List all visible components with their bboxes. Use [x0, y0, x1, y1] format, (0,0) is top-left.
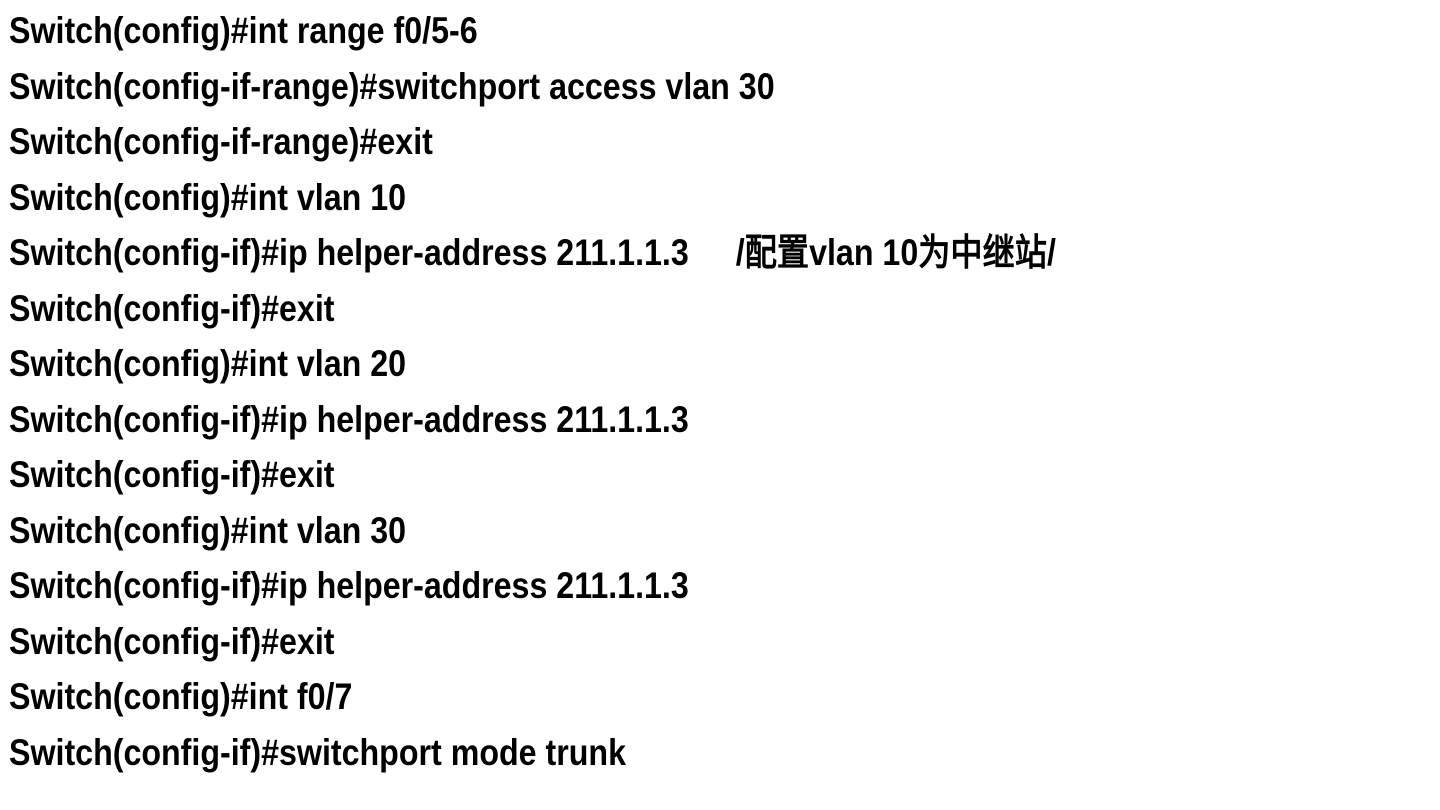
- cli-line: Switch(config-if)#ip helper-address 211.…: [9, 225, 1440, 281]
- cli-command: Switch(config)#int range f0/5-6: [9, 10, 478, 51]
- cli-command: Switch(config)#int vlan 10: [9, 176, 407, 218]
- cli-command: Switch(config)#int f0/7: [9, 676, 353, 717]
- cli-line: Switch(config-if)#ip helper-address 211.…: [9, 558, 1440, 614]
- cli-line: Switch(config-if)#exit: [9, 614, 1440, 670]
- cli-command: Switch(config-if)#ip helper-address 211.…: [9, 232, 689, 273]
- cli-command: Switch(config-if-range)#switchport acces…: [9, 65, 775, 107]
- cli-line: Switch(config-if)#exit: [9, 447, 1440, 503]
- cli-command: Switch(config-if)#exit: [9, 620, 335, 662]
- cli-command: Switch(config-if)#ip helper-address 211.…: [9, 565, 689, 606]
- cli-command: Switch(config)#int vlan 20: [9, 343, 407, 384]
- cli-command: Switch(config)#int vlan 30: [9, 509, 407, 551]
- cli-line: Switch(config)#int f0/7: [9, 669, 1440, 725]
- cli-line: Switch(config)#int range f0/5-6: [9, 3, 1440, 59]
- cli-command: Switch(config-if)#ip helper-address 211.…: [9, 398, 689, 440]
- cli-line: Switch(config)#int vlan 30: [9, 503, 1440, 559]
- cli-line: Switch(config-if-range)#switchport acces…: [9, 59, 1440, 115]
- cli-command: Switch(config-if)#exit: [9, 454, 335, 495]
- cli-line: Switch(config-if)#ip helper-address 211.…: [9, 392, 1440, 448]
- cli-line: Switch(config-if)#exit: [9, 281, 1440, 337]
- cli-line: Switch(config-if-range)#exit: [9, 114, 1440, 170]
- cli-command: Switch(config-if-range)#exit: [9, 121, 433, 162]
- cli-command: Switch(config-if)#exit: [9, 287, 335, 329]
- cli-comment: /配置vlan 10为中继站/: [735, 232, 1056, 273]
- cli-transcript: Switch(config)#int range f0/5-6 Switch(c…: [9, 3, 1440, 781]
- cli-line: Switch(config)#int vlan 20: [9, 336, 1440, 392]
- cli-line: Switch(config-if)#switchport mode trunk: [9, 725, 1440, 781]
- cli-command: Switch(config-if)#switchport mode trunk: [9, 731, 626, 773]
- cli-line: Switch(config)#int vlan 10: [9, 170, 1440, 226]
